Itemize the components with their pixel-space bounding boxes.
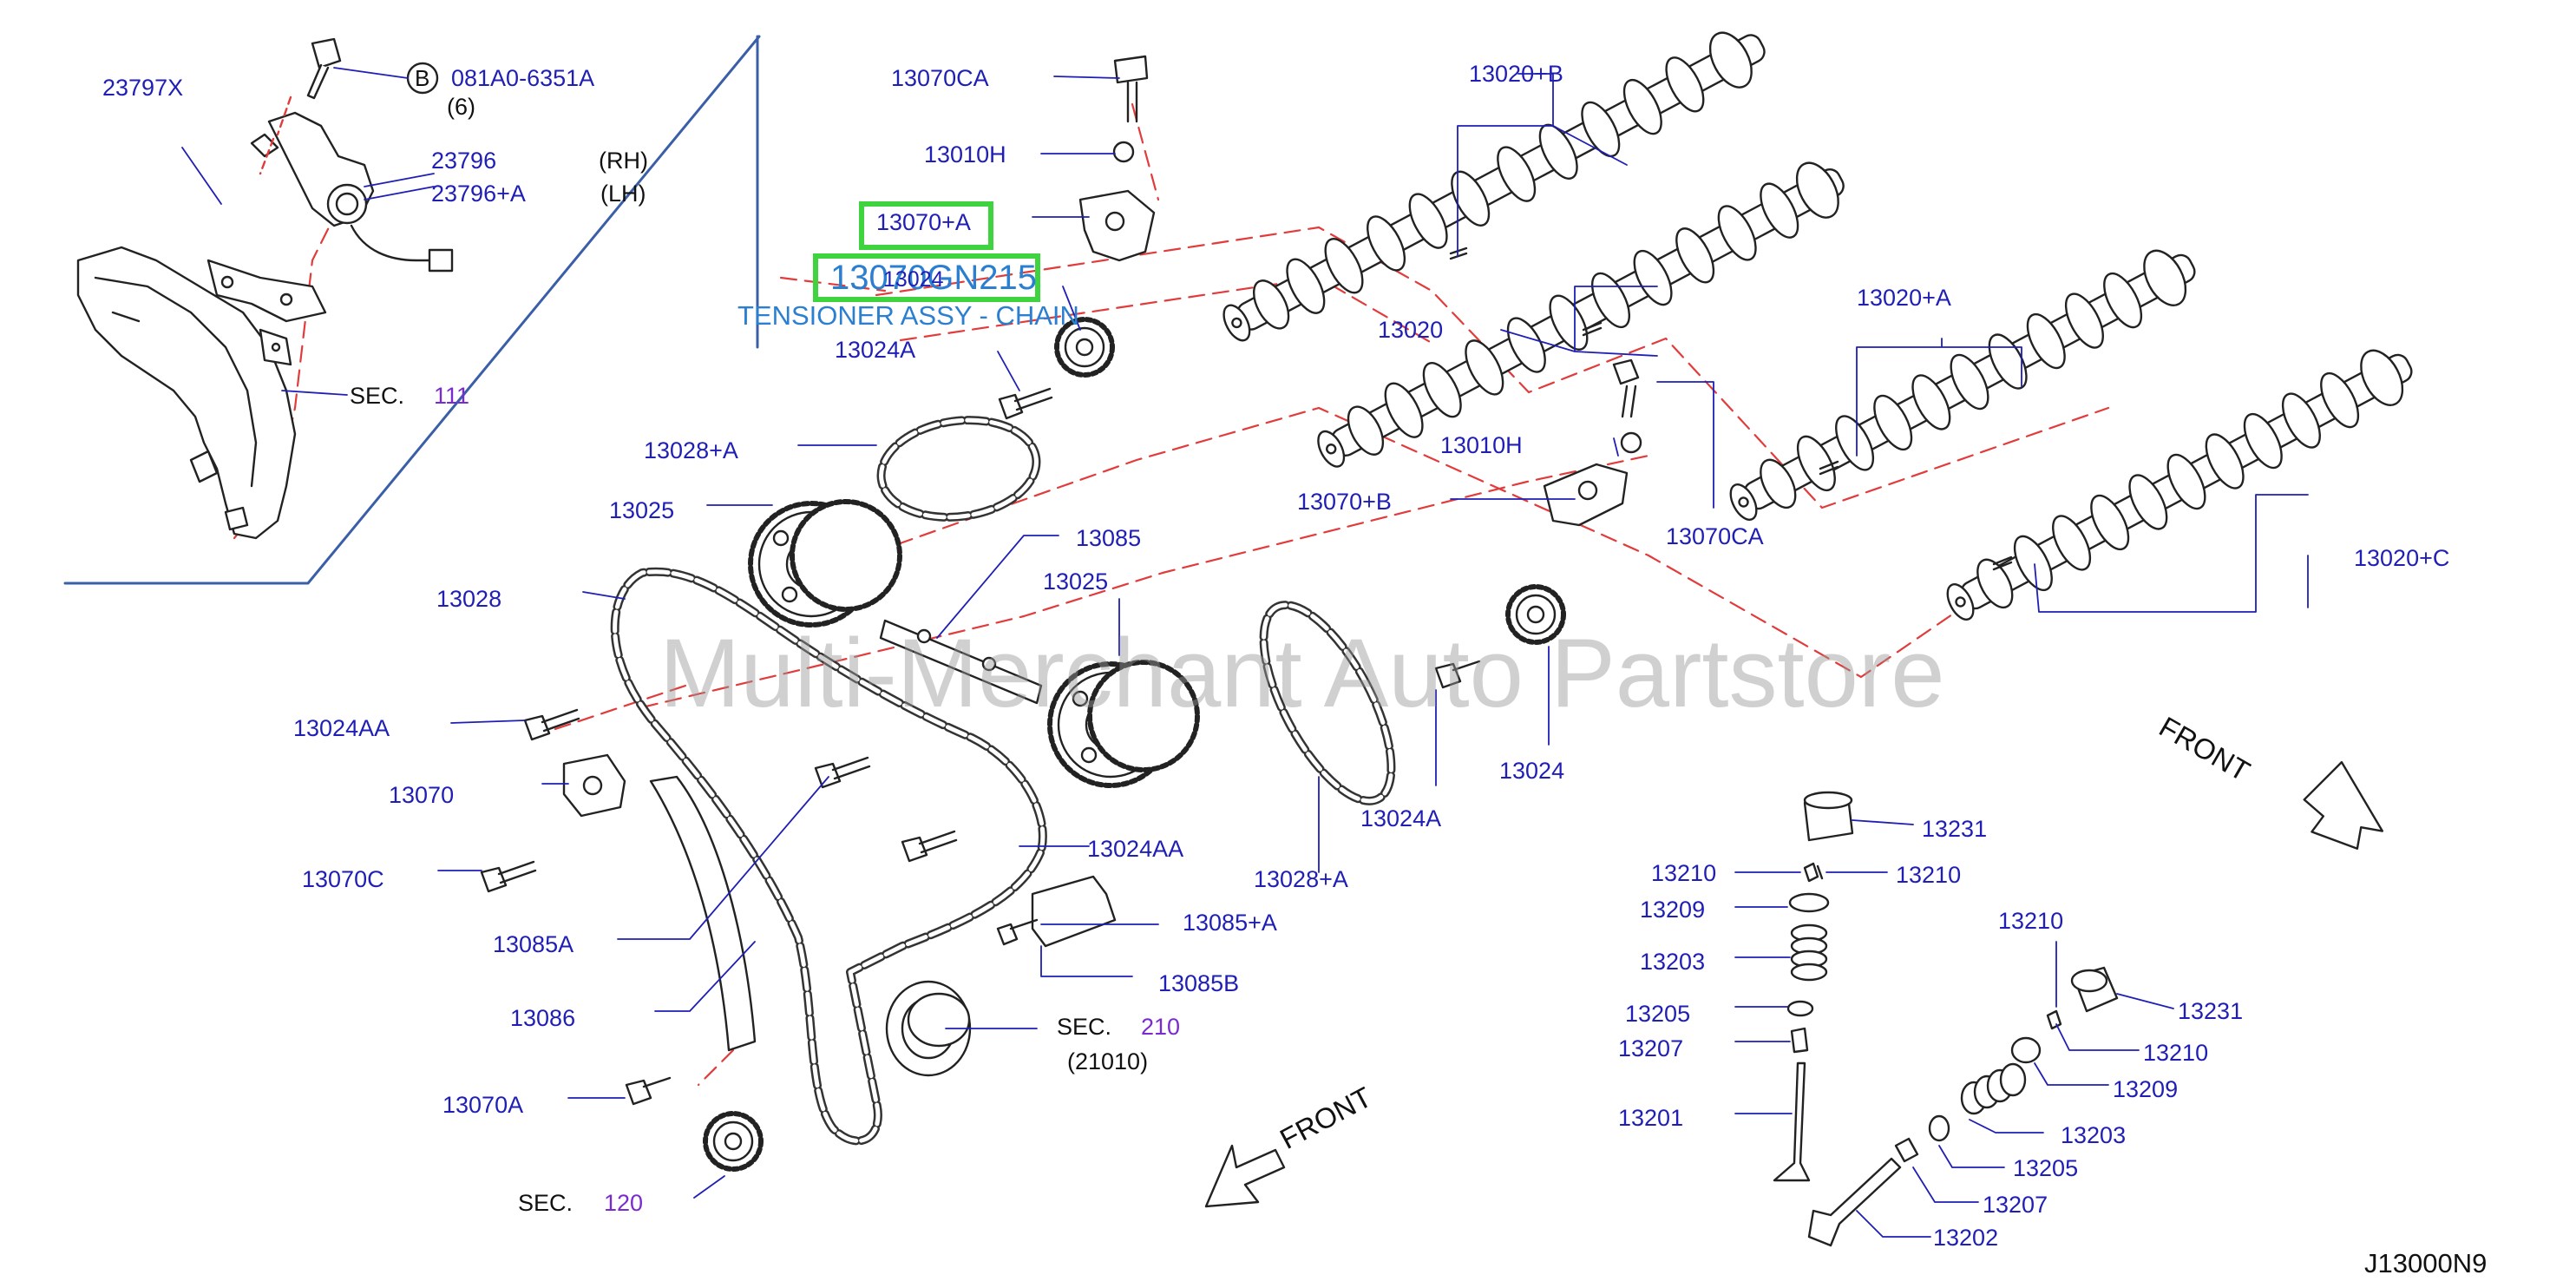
label-13210-d: 13210 bbox=[2143, 1040, 2209, 1066]
label-13024AA-mid: 13024AA bbox=[1087, 836, 1184, 862]
label-13210-a: 13210 bbox=[1651, 860, 1717, 886]
inset-frame-line bbox=[63, 35, 761, 585]
label-sec111-prefix: SEC. bbox=[350, 383, 405, 409]
label-13210-b: 13210 bbox=[1896, 862, 1962, 888]
label-13070B: 13070+B bbox=[1297, 489, 1392, 515]
label-sec120-prefix: SEC. bbox=[518, 1190, 574, 1216]
label-13203-b: 13203 bbox=[2061, 1122, 2127, 1148]
guides-tensioners bbox=[480, 55, 1642, 1106]
label-13205-b: 13205 bbox=[2013, 1155, 2079, 1181]
label-13209-a: 13209 bbox=[1640, 897, 1706, 923]
label-13020A: 13020+A bbox=[1857, 285, 1951, 311]
label-13205-a: 13205 bbox=[1625, 1001, 1691, 1027]
label-13028: 13028 bbox=[436, 586, 502, 612]
label-13028A-mid: 13028+A bbox=[1254, 866, 1348, 892]
sprockets bbox=[703, 317, 1566, 1172]
leader-lines bbox=[181, 67, 2309, 1238]
label-sec210-num[interactable]: 210 bbox=[1141, 1014, 1181, 1040]
watermark: Multi-Merchant Auto Partstore bbox=[659, 619, 1945, 727]
diagram-code: J13000N9 bbox=[2364, 1248, 2488, 1278]
label-sec210-prefix: SEC. bbox=[1057, 1014, 1112, 1040]
label-13024A-mid: 13024A bbox=[1360, 805, 1442, 831]
tooltip-tensioner-assy-chain: TENSIONER ASSY - CHAIN bbox=[737, 300, 1079, 331]
label-13025-left: 13025 bbox=[609, 497, 675, 523]
label-sec120-num[interactable]: 120 bbox=[604, 1190, 644, 1216]
label-13070C: 13070C bbox=[302, 866, 384, 892]
label-13070: 13070 bbox=[389, 782, 455, 808]
label-13024: 13024 bbox=[1499, 758, 1565, 784]
front-arrows bbox=[1204, 760, 2384, 1208]
label-13085: 13085 bbox=[1076, 525, 1142, 551]
label-13085B: 13085B bbox=[1158, 970, 1240, 996]
label-13070A-highlighted[interactable]: 13070+A bbox=[876, 209, 971, 235]
inset-parts bbox=[76, 37, 454, 540]
label-23796-rh: (RH) bbox=[599, 148, 648, 174]
valve-train bbox=[1773, 791, 2119, 1247]
label-13210-c: 13210 bbox=[1998, 908, 2064, 934]
label-13010H-top: 13010H bbox=[924, 141, 1006, 168]
label-13202: 13202 bbox=[1933, 1225, 1999, 1251]
label-sec210-sub: (21010) bbox=[1067, 1048, 1149, 1074]
label-13024-under-highlight: 13024 bbox=[883, 267, 944, 292]
label-13207-a: 13207 bbox=[1618, 1035, 1684, 1061]
label-13070A: 13070A bbox=[442, 1092, 524, 1118]
label-13231-b: 13231 bbox=[2178, 998, 2244, 1024]
label-13024A-top: 13024A bbox=[835, 337, 916, 363]
label-13020C: 13020+C bbox=[2354, 545, 2450, 571]
label-13086: 13086 bbox=[510, 1005, 576, 1031]
label-13025-mid: 13025 bbox=[1043, 568, 1109, 595]
label-13070CA-mid: 13070CA bbox=[1666, 523, 1764, 549]
label-13231-a: 13231 bbox=[1922, 816, 1988, 842]
label-sec111-num[interactable]: 111 bbox=[434, 383, 470, 409]
label-13020B: 13020+B bbox=[1469, 61, 1563, 87]
label-13203-a: 13203 bbox=[1640, 949, 1706, 975]
bolt-marker-letter: B bbox=[415, 65, 430, 91]
highlight-box-13070A[interactable] bbox=[859, 201, 993, 250]
label-13020: 13020 bbox=[1378, 317, 1444, 343]
label-13010H-mid: 13010H bbox=[1440, 432, 1523, 458]
label-23796A-lh: (LH) bbox=[600, 181, 646, 207]
label-13070CA-top: 13070CA bbox=[891, 65, 989, 91]
timing-chains bbox=[610, 416, 1396, 1146]
label-23797X: 23797X bbox=[102, 75, 184, 101]
label-13201: 13201 bbox=[1618, 1105, 1684, 1131]
label-13024AA-left: 13024AA bbox=[293, 715, 390, 741]
label-081A0-6351A: 081A0-6351A bbox=[451, 65, 595, 91]
highlight-box-13070GN215[interactable] bbox=[813, 253, 1040, 302]
label-13085A: 13085A bbox=[493, 931, 574, 957]
camshafts bbox=[1222, 31, 2413, 621]
label-13028A-top: 13028+A bbox=[644, 437, 738, 463]
label-23796: 23796 bbox=[431, 148, 497, 174]
label-13070GN215-highlighted[interactable]: 13070GN215 bbox=[830, 259, 1037, 297]
label-13085A-plus: 13085+A bbox=[1183, 910, 1277, 936]
label-13209-b: 13209 bbox=[2113, 1076, 2179, 1102]
label-081A0-qty: (6) bbox=[447, 94, 475, 120]
label-23796A: 23796+A bbox=[431, 181, 526, 207]
label-13207-b: 13207 bbox=[1983, 1192, 2048, 1218]
